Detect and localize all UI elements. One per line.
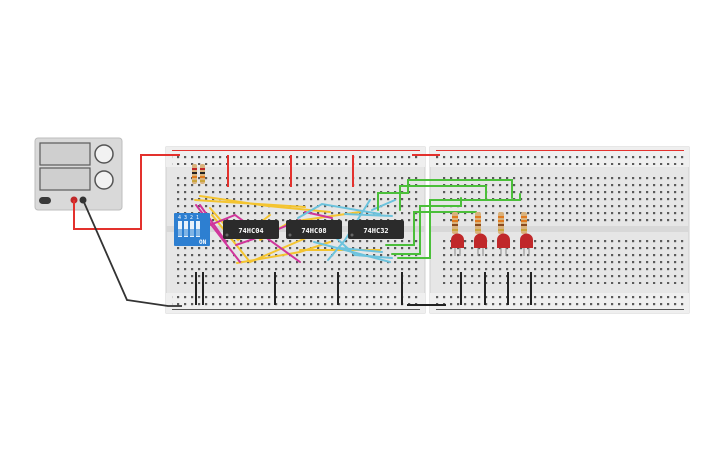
current-display — [39, 167, 91, 191]
led-4[interactable] — [520, 233, 533, 257]
supply-positive-wire[interactable] — [73, 154, 180, 230]
green-wires[interactable] — [377, 179, 521, 259]
breadboard-left[interactable] — [165, 146, 426, 314]
dip-number-3: 3 — [184, 215, 187, 221]
current-knob[interactable] — [94, 170, 114, 190]
dip-switch[interactable]: 4 3 2 1 ON — [174, 213, 210, 246]
chip-74hc32[interactable]: 74HC32 — [348, 220, 404, 239]
dip-on-label: ON — [199, 239, 207, 246]
voltage-display — [39, 142, 91, 166]
ground-jumpers[interactable] — [195, 272, 532, 306]
led-1[interactable] — [451, 233, 464, 257]
dip-number-4: 4 — [178, 215, 181, 221]
pullup-resistors[interactable] — [192, 164, 205, 184]
chip-label: 74HC32 — [363, 227, 388, 235]
led-array[interactable] — [451, 233, 533, 257]
voltage-knob[interactable] — [94, 144, 114, 164]
power-switch[interactable] — [39, 197, 51, 204]
chip-74hc04[interactable]: 74HC04 — [223, 220, 279, 239]
supply-ground-wire[interactable] — [82, 199, 182, 307]
led-resistors[interactable] — [452, 212, 527, 234]
chip-label: 74HC04 — [238, 227, 263, 235]
led-2[interactable] — [474, 233, 487, 257]
led-3[interactable] — [497, 233, 510, 257]
dip-number-2: 2 — [190, 215, 193, 221]
breadboard-right[interactable] — [429, 146, 690, 314]
power-jumpers[interactable] — [227, 154, 440, 187]
power-supply[interactable] — [34, 137, 123, 211]
dip-number-1: 1 — [196, 215, 199, 221]
chip-label: 74HC08 — [301, 227, 326, 235]
chip-74hc08[interactable]: 74HC08 — [286, 220, 342, 239]
